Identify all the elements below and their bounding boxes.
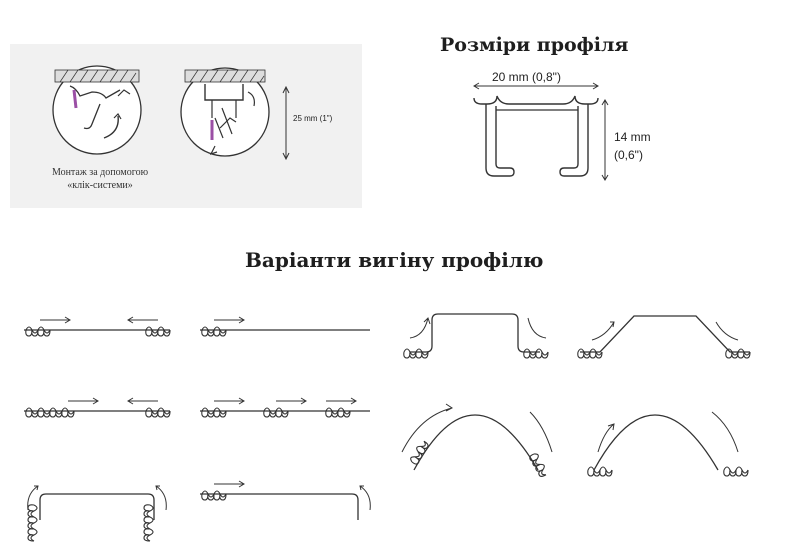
variant-center-open-2 — [24, 397, 171, 418]
variant-u-bend — [27, 485, 167, 542]
profile-width-label: 20 mm (0,8") — [492, 70, 561, 84]
profile-height-label-1: 14 mm — [614, 130, 651, 144]
variant-bay-trapezoid — [577, 315, 751, 359]
install-circle-right — [180, 67, 270, 157]
install-caption: Монтаж за допомогою «клік-системи» — [30, 166, 170, 192]
variant-arc-right — [587, 411, 749, 477]
variant-multi-panel — [200, 397, 370, 418]
install-caption-line2: «клік-системи» — [67, 180, 133, 191]
variant-one-way — [200, 316, 370, 337]
install-height-arrow — [282, 85, 290, 161]
variant-l-bend — [200, 480, 371, 520]
variant-bay-rect — [403, 313, 549, 359]
install-height-label: 25 mm (1") — [293, 114, 333, 123]
dimensions-title: Розміри профіля — [440, 34, 629, 56]
install-circle-left — [52, 65, 142, 155]
bend-variants-title: Варіанти вигіну профілю — [245, 248, 544, 272]
profile-height-label-2: (0,6") — [614, 148, 643, 162]
install-caption-line1: Монтаж за допомогою — [51, 167, 149, 178]
variant-arc-left — [401, 403, 553, 479]
variant-center-open — [24, 316, 171, 337]
